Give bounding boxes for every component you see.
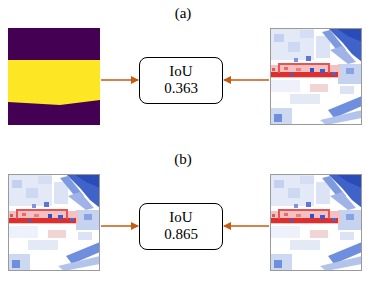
heatmap-image [270,28,362,125]
panel-label: (a) [175,5,192,22]
iou-value: IoU 0.865 [164,209,198,244]
iou-box: IoU 0.865 [139,203,223,250]
panel-label: (b) [174,151,192,168]
arrow-line [101,225,138,227]
iou-box: IoU 0.363 [139,57,223,104]
mask-image [8,28,100,125]
arrow-line [224,225,269,227]
heatmap-image [8,174,100,271]
heatmap-image [270,174,362,271]
arrow-line [101,79,138,81]
arrow-line [224,79,269,81]
iou-value: IoU 0.363 [164,63,198,98]
